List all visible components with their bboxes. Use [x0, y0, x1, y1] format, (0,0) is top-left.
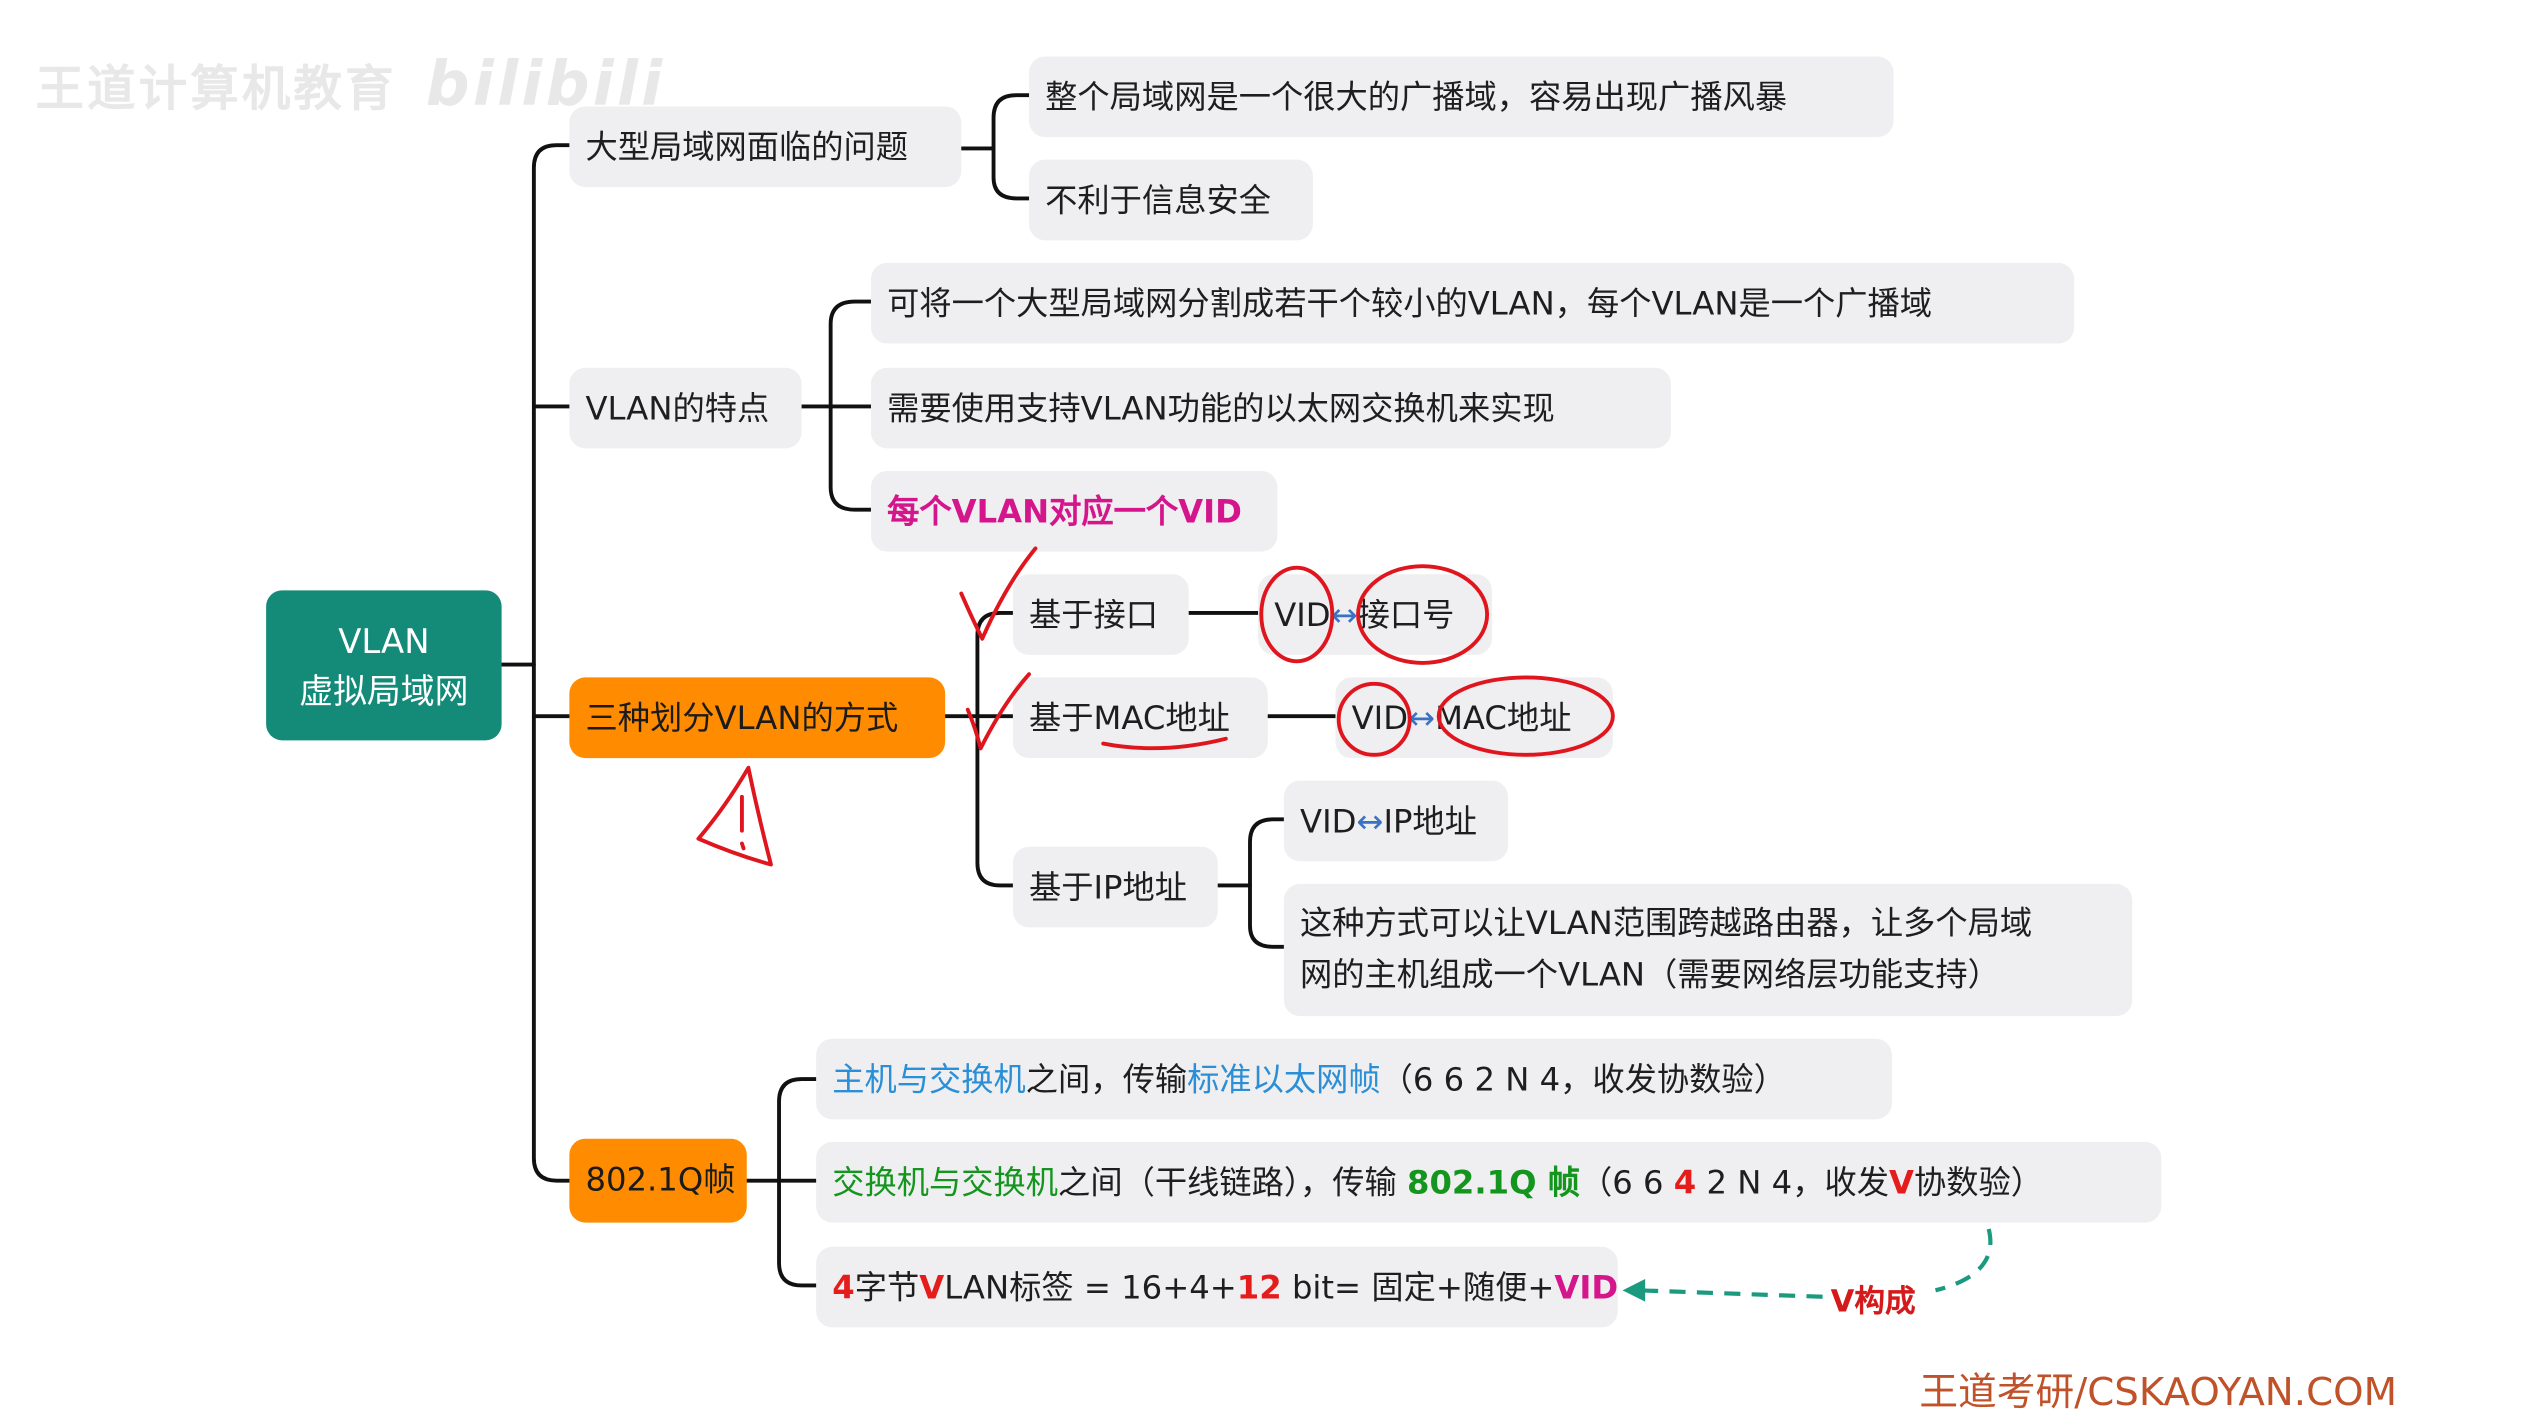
- node-feature-switch: 需要使用支持VLAN功能的以太网交换机来实现: [870, 367, 1671, 449]
- node-host-switch: 主机与交换机之间，传输标准以太网帧（6 6 2 N 4，收发协数验）: [816, 1038, 1892, 1120]
- tag-bytes: 4: [832, 1267, 855, 1307]
- circle-mark: [1259, 565, 1335, 664]
- node-problem-security: 不利于信息安全: [1029, 159, 1313, 241]
- field-tag-4: 4: [1673, 1162, 1697, 1202]
- warning-icon-mark: [739, 794, 746, 851]
- map-vid: VID: [1351, 698, 1409, 738]
- map-port-number: 接口号: [1357, 595, 1455, 634]
- underline-mark: [1101, 736, 1228, 751]
- node-mac-mapping: VID↔MAC地址: [1335, 677, 1613, 759]
- node-features: VLAN的特点: [569, 367, 802, 449]
- double-arrow-icon: ↔: [1330, 595, 1358, 634]
- check-mark-icon: [965, 672, 1031, 751]
- arrowhead-icon: [1622, 1279, 1646, 1302]
- circle-mark: [1436, 675, 1615, 757]
- circle-mark: [1356, 564, 1490, 665]
- root-subtitle: 虚拟局域网: [299, 672, 469, 712]
- ip-note-line-1: 这种方式可以让VLAN范围跨越路由器，让多个局域: [1299, 903, 2033, 942]
- dashed-arrow-curve: [1934, 1228, 1993, 1293]
- tag-vid: VID: [1554, 1267, 1619, 1307]
- double-arrow-icon: ↔: [1356, 801, 1384, 841]
- node-ip-mapping: VID↔IP地址: [1283, 780, 1509, 862]
- map-vid: VID: [1274, 595, 1331, 634]
- node-port-mapping: VID↔接口号: [1258, 574, 1492, 655]
- map-ip-address: IP地址: [1383, 801, 1477, 841]
- switch-switch-subject: 交换机与交换机: [832, 1162, 1059, 1202]
- annotation-v-composition: V构成: [1830, 1283, 1916, 1320]
- map-mac-address: MAC地址: [1435, 698, 1572, 738]
- node-problem-broadcast: 整个局域网是一个很大的广播域，容易出现广播风暴: [1029, 56, 1894, 138]
- node-8021q-frame: 802.1Q帧: [569, 1138, 747, 1223]
- node-method-ip: 基于IP地址: [1012, 846, 1218, 928]
- fields-part-1: （6 6: [1579, 1162, 1674, 1202]
- root-title: VLAN: [338, 622, 430, 662]
- root-node-vlan: VLAN 虚拟局域网: [266, 590, 502, 741]
- fields-part-2: 2 N 4，收发: [1696, 1162, 1889, 1202]
- dashed-arrow: [1638, 1288, 1823, 1299]
- footer-brand: 王道考研/CSKAOYAN.COM: [1919, 1369, 2397, 1415]
- standard-ethernet-frame: 标准以太网帧: [1187, 1059, 1381, 1099]
- watermark-text: 王道计算机教育: [35, 61, 397, 118]
- node-vlan-tag: 4字节VLAN标签 = 16+4+12 bit= 固定+随便+VID: [816, 1246, 1619, 1328]
- node-feature-vid: 每个VLAN对应一个VID: [870, 470, 1278, 552]
- node-method-port: 基于接口: [1012, 574, 1189, 655]
- circle-mark: [1336, 681, 1412, 757]
- node-methods: 三种划分VLAN的方式: [569, 677, 946, 759]
- field-v: V: [1888, 1162, 1914, 1202]
- node-feature-split: 可将一个大型局域网分割成若干个较小的VLAN，每个VLAN是一个广播域: [870, 262, 2075, 344]
- 8021q-frame-label: 802.1Q 帧: [1407, 1162, 1580, 1202]
- ip-note-line-2: 网的主机组成一个VLAN（需要网络层功能支持）: [1299, 954, 2000, 994]
- map-vid: VID: [1299, 801, 1357, 841]
- host-switch-fields: （6 6 2 N 4，收发协数验）: [1380, 1059, 1786, 1099]
- fields-part-3: 协数验）: [1913, 1162, 2043, 1202]
- check-mark-icon: [959, 546, 1038, 641]
- node-switch-switch: 交换机与交换机之间（干线链路），传输 802.1Q 帧（6 6 4 2 N 4，…: [816, 1141, 2162, 1223]
- switch-switch-text: 之间（干线链路），传输: [1058, 1162, 1408, 1202]
- node-method-mac: 基于MAC地址: [1012, 677, 1268, 759]
- host-switch-subject: 主机与交换机: [832, 1059, 1026, 1099]
- node-problems: 大型局域网面临的问题: [569, 106, 962, 188]
- tag-v: V: [919, 1267, 945, 1307]
- host-switch-text: 之间，传输: [1025, 1059, 1188, 1099]
- warning-icon: [696, 765, 773, 867]
- tag-12: 12: [1236, 1267, 1282, 1307]
- tag-formula-2: bit= 固定+随便+: [1281, 1267, 1555, 1307]
- double-arrow-icon: ↔: [1408, 698, 1436, 738]
- tag-byte-word: 字节: [854, 1267, 920, 1307]
- tag-formula: LAN标签 = 16+4+: [944, 1267, 1237, 1307]
- node-ip-note: 这种方式可以让VLAN范围跨越路由器，让多个局域 网的主机组成一个VLAN（需要…: [1283, 883, 2133, 1017]
